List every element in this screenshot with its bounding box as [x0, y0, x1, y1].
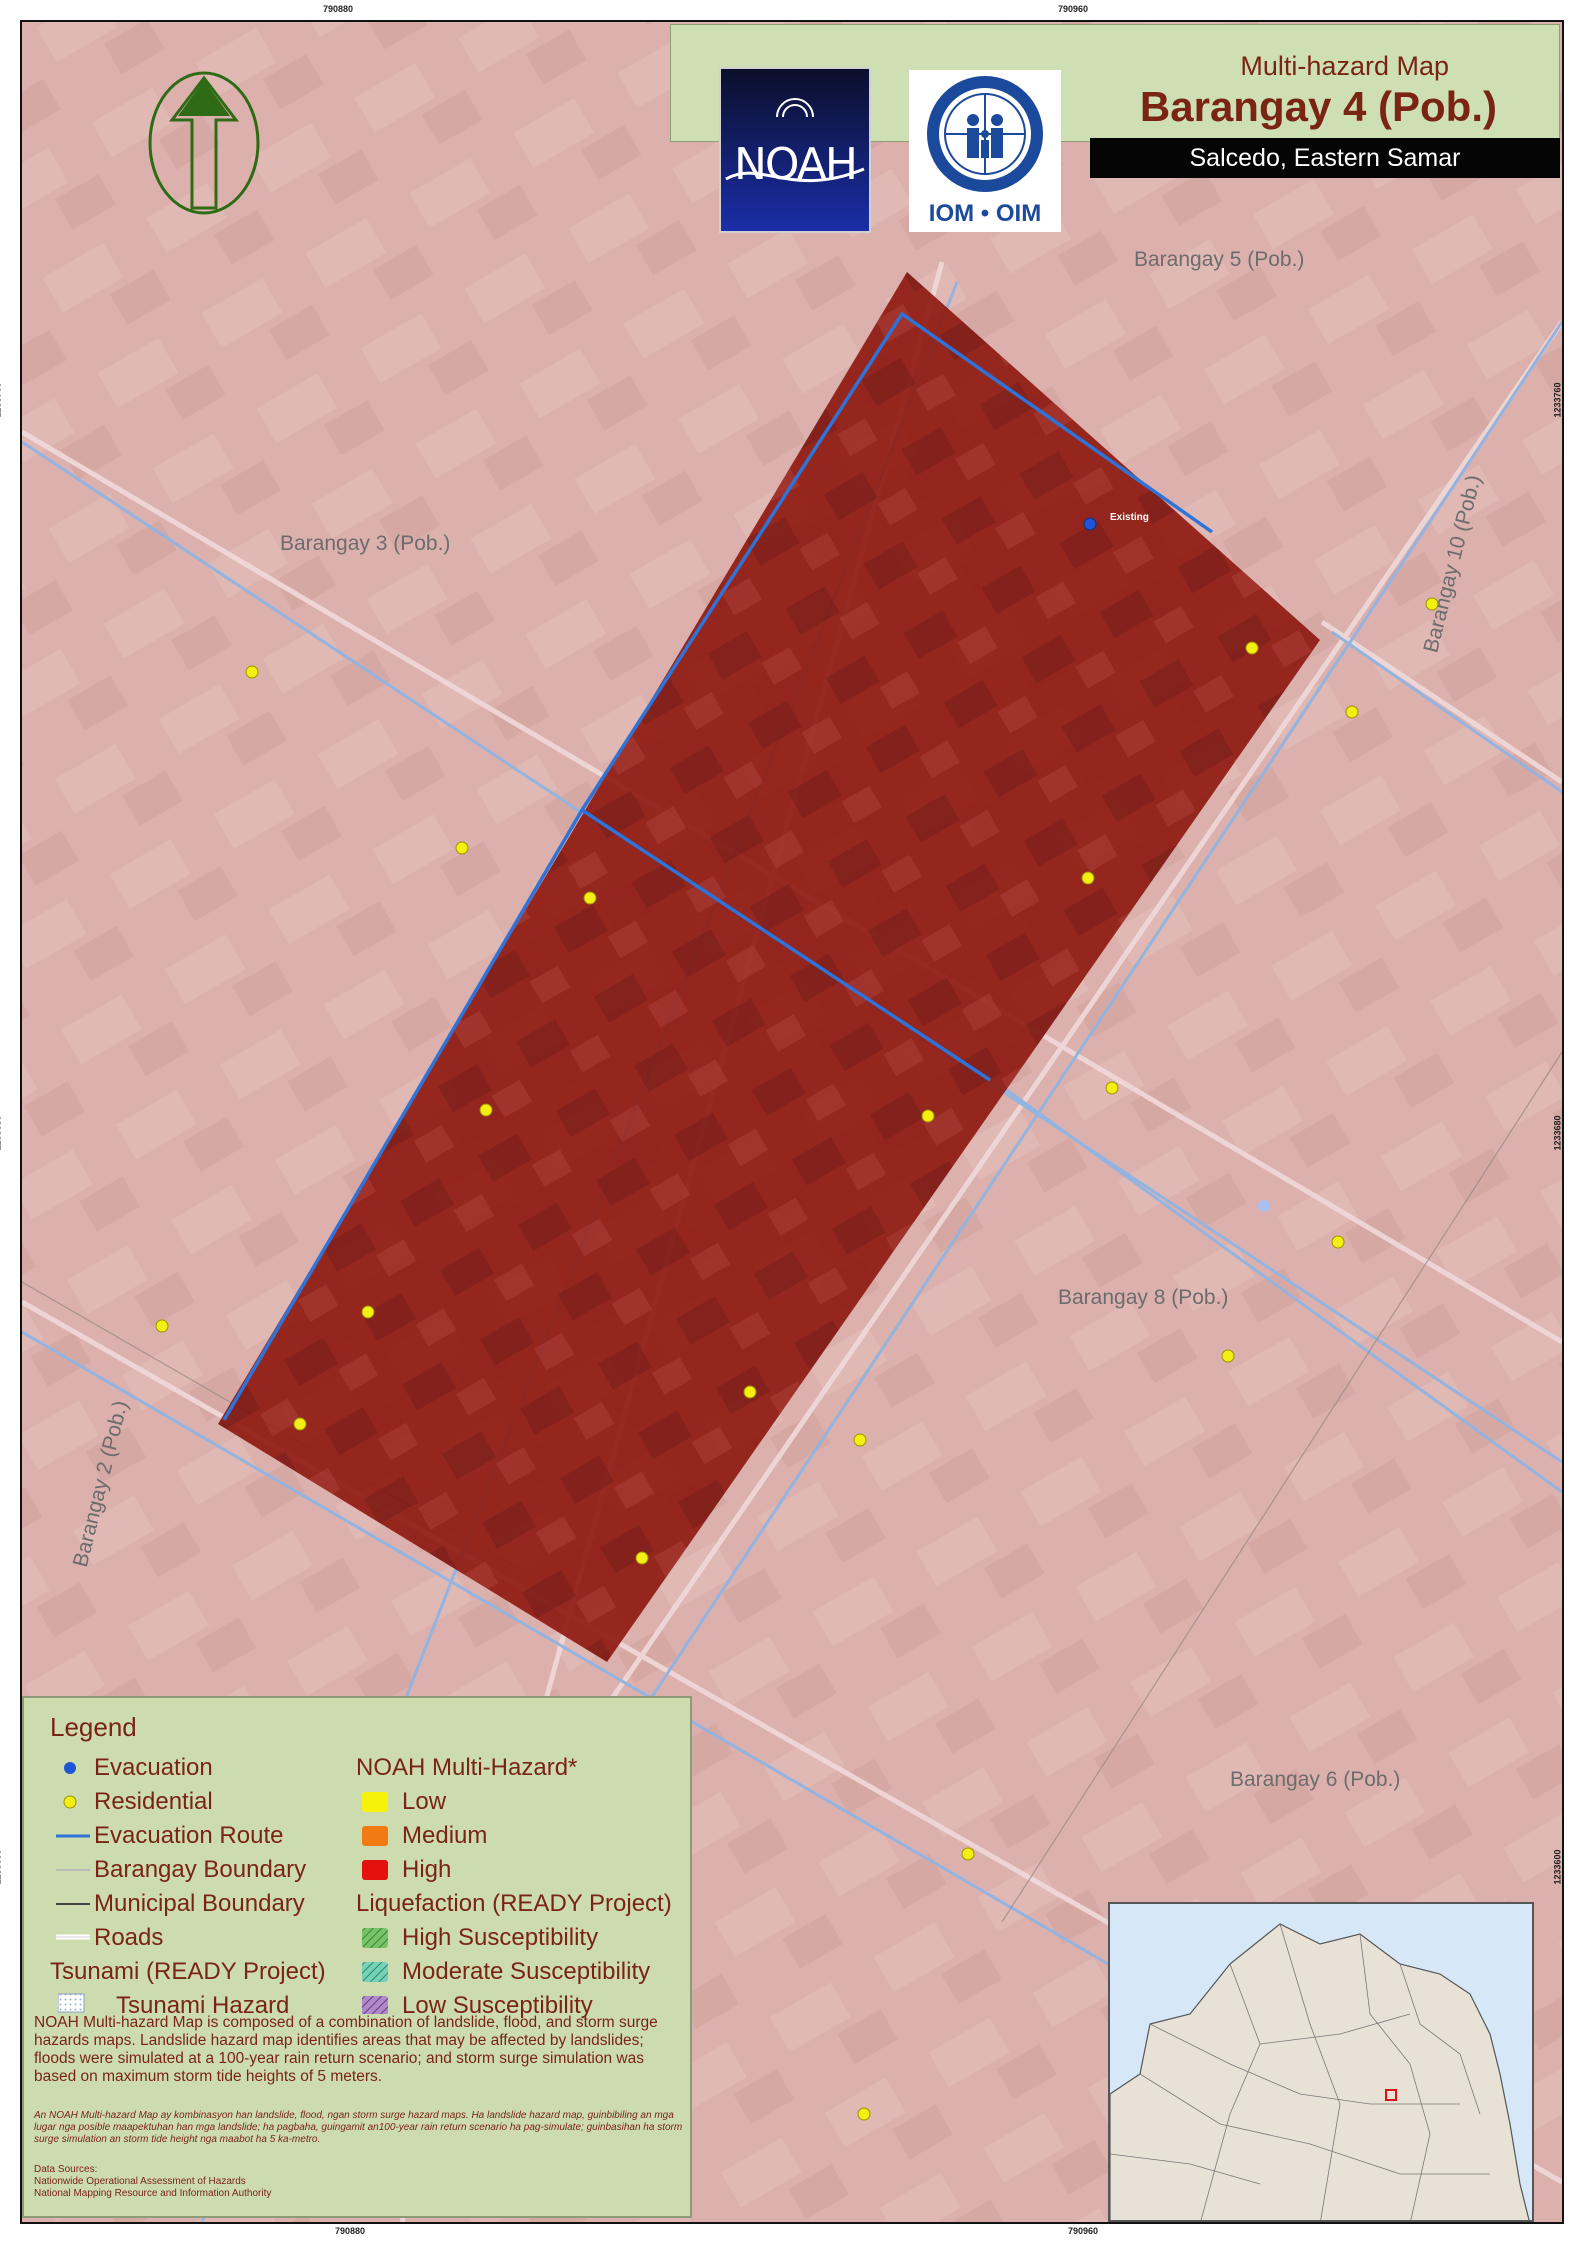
legend-item-tsunami-hazard: Tsunami Hazard — [116, 1992, 290, 2019]
coord-bottom-1: 790880 — [335, 2226, 366, 2236]
residential-point[interactable] — [1245, 641, 1259, 655]
evacuation-route — [222, 311, 1214, 1421]
map-title: Barangay 4 (Pob.) — [1139, 83, 1497, 130]
legend-panel: Legend Evacuation Residential Evacuation… — [22, 1696, 692, 2218]
residential-point[interactable] — [245, 665, 259, 679]
coord-left-1: 1233760 — [0, 382, 3, 418]
legend-item-low: Low — [402, 1788, 447, 1815]
legend-tsunami-heading: Tsunami (READY Project) — [50, 1958, 326, 1985]
map-frame[interactable]: Existing Barangay 5 (Pob.) Barangay 3 (P… — [20, 20, 1564, 2224]
residential-point[interactable] — [1221, 1349, 1235, 1363]
inset-location-marker — [1385, 2089, 1397, 2101]
residential-point[interactable] — [155, 1319, 169, 1333]
barangay-3-label: Barangay 3 (Pob.) — [280, 532, 451, 555]
iom-logo-text: IOM • OIM — [928, 200, 1042, 227]
coord-right-3: 1233600 — [1552, 1849, 1563, 1885]
sources-heading: Data Sources: — [34, 2164, 98, 2175]
iom-logo: IOM • OIM — [909, 70, 1061, 232]
legend-item-high: High — [402, 1856, 452, 1883]
evacuation-point[interactable] — [1083, 517, 1097, 531]
residential-point[interactable] — [961, 1847, 975, 1861]
legend-symbols-left — [56, 1762, 90, 1940]
legend-sources: Data Sources: Nationwide Operational Ass… — [34, 2164, 684, 2200]
hazard-polygon-high[interactable] — [218, 272, 1320, 1662]
legend-liquefaction-heading: Liquefaction (READY Project) — [356, 1890, 672, 1917]
evacuation-point-faded — [1258, 1200, 1270, 1212]
coord-left-2: 1233680 — [0, 1115, 3, 1151]
residential-point[interactable] — [293, 1417, 307, 1431]
residential-point[interactable] — [583, 891, 597, 905]
residential-point[interactable] — [635, 1551, 649, 1565]
coord-right-1: 1233760 — [1552, 382, 1563, 418]
legend-item-evacuation: Evacuation — [94, 1754, 213, 1781]
legend-title: Legend — [50, 1712, 137, 1742]
coord-right-2: 1233680 — [1552, 1115, 1563, 1151]
legend-item-route: Evacuation Route — [94, 1822, 284, 1849]
residential-point[interactable] — [361, 1305, 375, 1319]
barangay-5-label: Barangay 5 (Pob.) — [1134, 248, 1305, 271]
source-item: Nationwide Operational Assessment of Haz… — [34, 2176, 246, 2187]
residential-point[interactable] — [1331, 1235, 1345, 1249]
residential-point[interactable] — [921, 1109, 935, 1123]
residential-point[interactable] — [853, 1433, 867, 1447]
residential-point[interactable] — [743, 1385, 757, 1399]
residential-point[interactable] — [1081, 871, 1095, 885]
legend-note: An NOAH Multi-hazard Map ay kombinasyon … — [34, 2110, 683, 2145]
coord-top-1: 790880 — [323, 4, 354, 14]
barangay-6-label: Barangay 6 (Pob.) — [1230, 1768, 1401, 1791]
residential-point[interactable] — [479, 1103, 493, 1117]
evacuation-point-label: Existing — [1110, 512, 1149, 523]
legend-item-barangay-boundary: Barangay Boundary — [94, 1856, 307, 1883]
legend-item-municipal-boundary: Municipal Boundary — [94, 1890, 305, 1917]
map-location: Salcedo, Eastern Samar — [1090, 138, 1560, 178]
legend-item-medium: Medium — [402, 1822, 488, 1849]
residential-point[interactable] — [1345, 705, 1359, 719]
residential-point[interactable] — [455, 841, 469, 855]
source-item: National Mapping Resource and Informatio… — [34, 2188, 272, 2199]
coord-top-2: 790960 — [1058, 4, 1089, 14]
legend-symbol-tsunami — [58, 1993, 85, 2013]
residential-point[interactable] — [1105, 1081, 1119, 1095]
legend-noah-heading: NOAH Multi-Hazard* — [356, 1754, 578, 1781]
residential-points[interactable] — [155, 597, 1439, 2121]
legend-item-moderate-susceptibility: Moderate Susceptibility — [402, 1958, 651, 1985]
legend-item-high-susceptibility: High Susceptibility — [402, 1924, 599, 1951]
legend-item-residential: Residential — [94, 1788, 213, 1815]
legend-description: NOAH Multi-hazard Map is composed of a c… — [34, 2014, 658, 2085]
legend-item-low-susceptibility: Low Susceptibility — [402, 1992, 593, 2019]
inset-locator-map[interactable] — [1108, 1902, 1534, 2222]
map-subtitle: Multi-hazard Map — [1240, 51, 1449, 81]
coord-left-3: 1233600 — [0, 1849, 3, 1885]
noah-logo-text: NOAH — [734, 139, 858, 190]
noah-logo: NOAH — [719, 67, 871, 233]
legend-symbols-right — [362, 1792, 388, 2014]
residential-point[interactable] — [1425, 597, 1439, 611]
coord-bottom-2: 790960 — [1068, 2226, 1099, 2236]
north-arrow-icon — [148, 71, 260, 215]
barangay-8-label: Barangay 8 (Pob.) — [1058, 1286, 1229, 1309]
legend-item-roads: Roads — [94, 1924, 164, 1951]
residential-point[interactable] — [857, 2107, 871, 2121]
